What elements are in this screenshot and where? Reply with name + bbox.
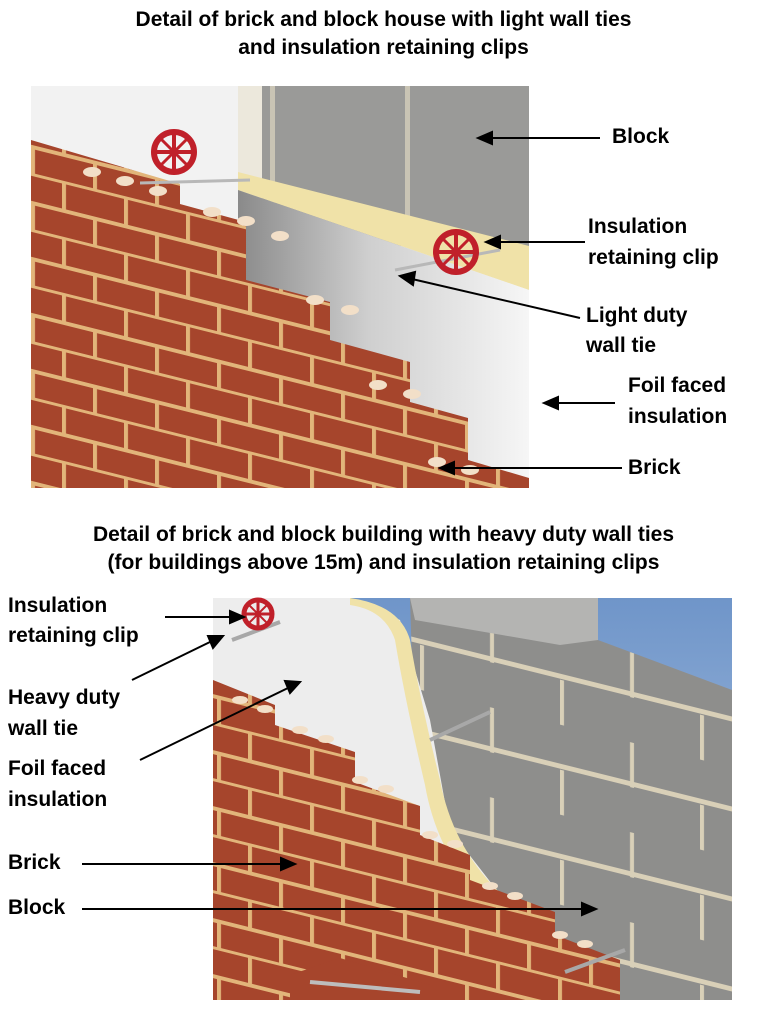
label2-clip-line1: Insulation (8, 594, 108, 617)
label-clip-line2: retaining clip (588, 246, 719, 269)
label-foil-line2: insulation (628, 405, 728, 428)
label-brick: Brick (628, 456, 681, 479)
diagram1-title-line2: and insulation retaining clips (238, 36, 529, 59)
diagram2-illustration (82, 597, 732, 1000)
label2-brick: Brick (8, 851, 61, 874)
diagram2-title-line1: Detail of brick and block building with … (92, 523, 675, 546)
brick-wall-2 (213, 680, 620, 1000)
insulation-clip-icon (151, 129, 197, 175)
brick-wall (31, 140, 529, 488)
label-tie-line2: wall tie (586, 334, 657, 357)
heavy-duty-wall-tie (231, 620, 626, 974)
diagram1-title-line1: Detail of brick and block house with lig… (135, 8, 632, 31)
label2-clip-line2: retaining clip (8, 624, 139, 647)
label-tie-line1: Light duty (586, 304, 688, 327)
insulation-clip-icon (241, 597, 275, 631)
diagram1-illustration (31, 86, 622, 488)
label2-block: Block (8, 896, 66, 919)
label2-foil-line2: insulation (8, 788, 108, 811)
label-block: Block (612, 125, 670, 148)
diagram2-title-line2: (for buildings above 15m) and insulation… (107, 551, 660, 574)
label2-foil-line1: Foil faced (8, 757, 107, 780)
label-foil-line1: Foil faced (628, 374, 727, 397)
insulation-clip-icon (433, 229, 479, 275)
label2-tie-line2: wall tie (8, 717, 79, 740)
label-clip-line1: Insulation (588, 215, 688, 238)
label2-tie-line1: Heavy duty (8, 686, 121, 709)
